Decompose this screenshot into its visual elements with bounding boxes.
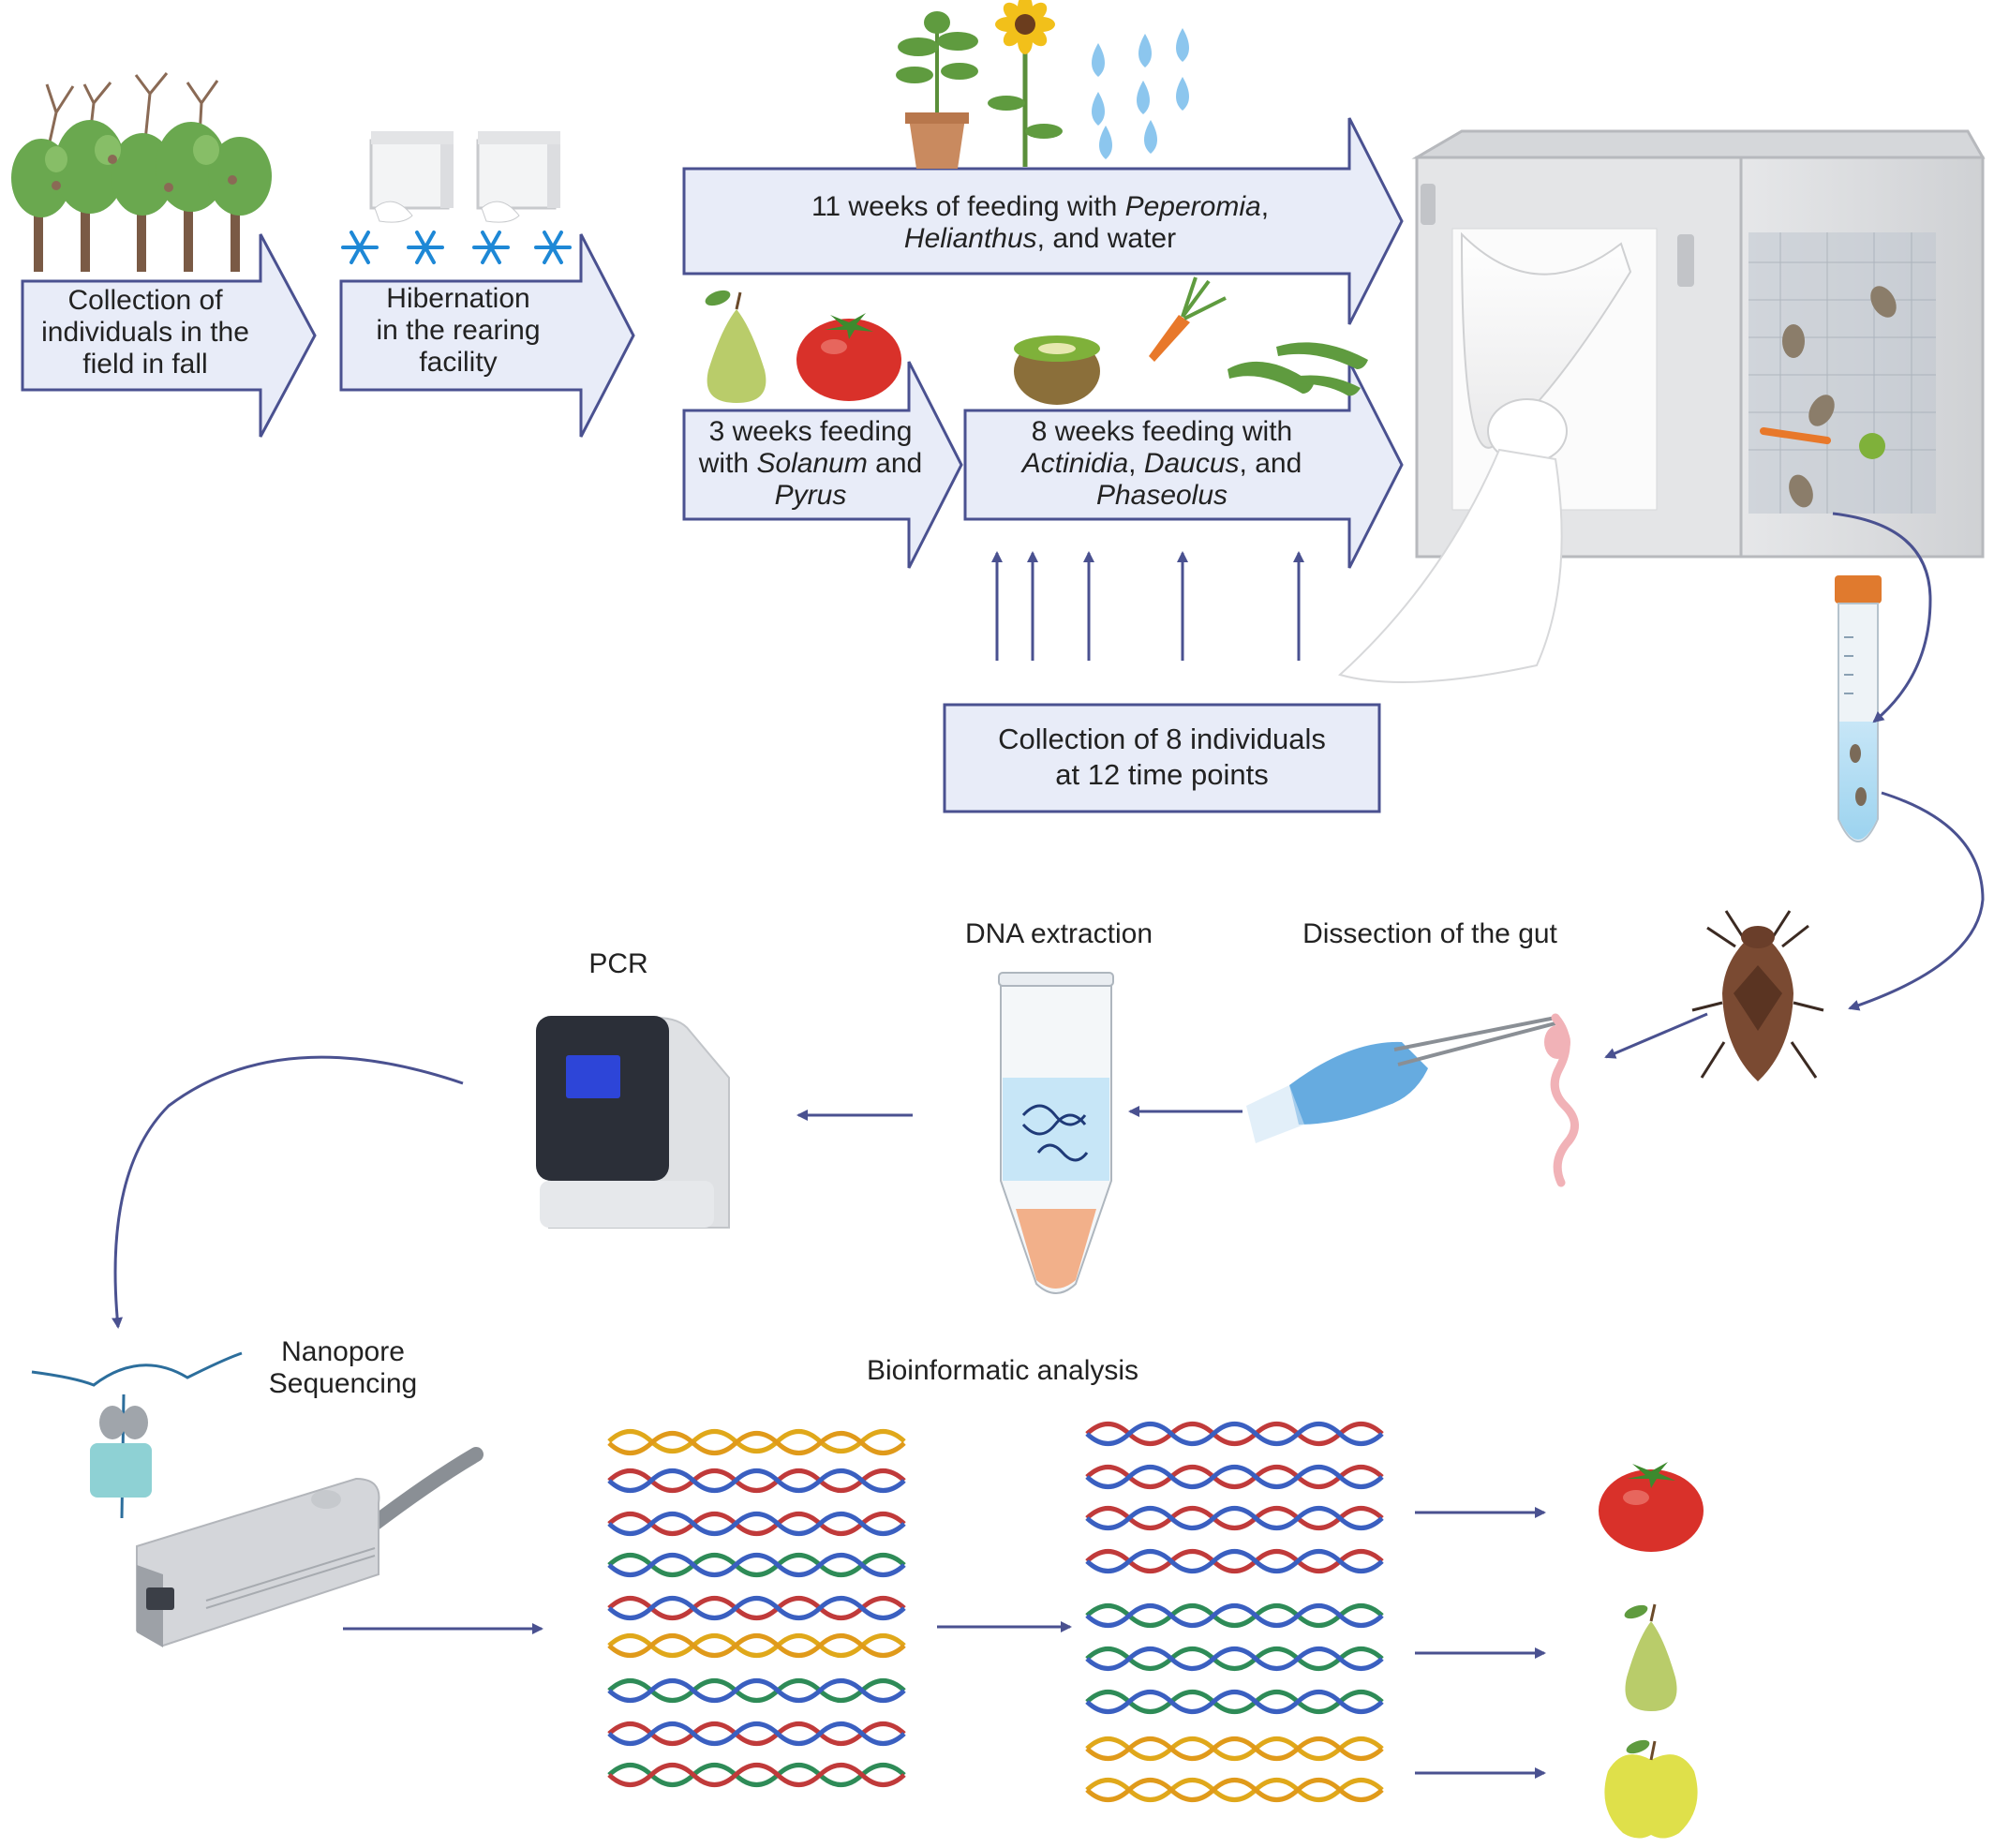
- label-line: Pyrus: [684, 480, 937, 512]
- snowflake-icon: [341, 231, 572, 264]
- arrow-feeding-11w: [682, 117, 1404, 325]
- italic-genus: Pyrus: [774, 480, 847, 511]
- label-line: Phaseolus: [993, 480, 1331, 512]
- bean-pod-icon: [1228, 342, 1368, 396]
- apple-icon: [1604, 1739, 1698, 1839]
- label-line: Hibernation: [386, 283, 530, 314]
- label-line: Actinidia, Daucus, and: [993, 448, 1331, 480]
- tree-icon: [11, 72, 272, 272]
- text-part: ,: [1260, 191, 1270, 222]
- arrow-collection-field: [21, 233, 317, 438]
- dna-strand-icon: [1087, 1424, 1382, 1800]
- label-line: Helianthus, and water: [712, 223, 1368, 255]
- label-bioinformatics: Bioinformatic analysis: [866, 1355, 1139, 1386]
- text-part: , and: [1239, 448, 1302, 479]
- label-line: 11 weeks of feeding with Peperomia,: [712, 191, 1368, 223]
- pcr-machine-icon: [536, 1016, 730, 1229]
- cage-icon: [369, 131, 560, 223]
- label-line: Nanopore: [281, 1336, 405, 1367]
- label-line: Collection of 8 individuals: [998, 723, 1326, 755]
- pear-icon: [705, 290, 766, 403]
- arrow-feeding-8w: [963, 361, 1404, 569]
- carrot-icon: [1149, 276, 1227, 362]
- label-dissection: Dissection of the gut: [1302, 918, 1557, 949]
- nanopore-protein-icon: [31, 1351, 243, 1519]
- arrow-hibernation: [339, 233, 635, 438]
- label-line: with Solanum and: [684, 448, 937, 480]
- italic-genus: Solanum: [756, 448, 868, 479]
- label-feeding-11w: 11 weeks of feeding with Peperomia, Heli…: [712, 191, 1368, 255]
- arrow-feeding-3w: [682, 361, 963, 569]
- label-feeding-3w: 3 weeks feeding with Solanum and Pyrus: [684, 416, 937, 512]
- label-line: Collection of: [67, 285, 223, 316]
- kiwi-icon: [1014, 335, 1100, 405]
- italic-genus: Helianthus: [903, 223, 1037, 254]
- stink-bug-icon: [1691, 910, 1824, 1081]
- label-line: at 12 time points: [1055, 758, 1269, 791]
- italic-genus: Peperomia: [1124, 191, 1261, 222]
- label-line: Sequencing: [268, 1368, 418, 1399]
- italic-genus: Actinidia: [1021, 448, 1129, 479]
- sunflower-icon: [988, 0, 1063, 167]
- connector-arrows: [112, 512, 1985, 1779]
- label-line: facility: [419, 347, 498, 378]
- gut-icon: [1544, 1013, 1579, 1187]
- text-part: with: [698, 448, 757, 479]
- text-part: ,: [1128, 448, 1144, 479]
- gloved-hand-forceps-icon: [1246, 1016, 1556, 1143]
- label-pcr: PCR: [588, 948, 648, 979]
- label-line: field in fall: [82, 349, 208, 380]
- label-line: in the rearing: [376, 315, 541, 346]
- label-hibernation: Hibernation in the rearing facility: [341, 283, 575, 379]
- text-part: and: [867, 448, 923, 479]
- rearing-cage-icon: [1337, 129, 1986, 683]
- tomato-icon: [796, 313, 901, 401]
- label-line: individuals in the: [41, 317, 249, 348]
- water-drop-icon: [1092, 28, 1189, 159]
- italic-genus: Daucus: [1143, 448, 1240, 479]
- text-part: 11 weeks of feeding with: [811, 191, 1125, 222]
- label-feeding-8w: 8 weeks feeding with Actinidia, Daucus, …: [993, 416, 1331, 512]
- dna-strand-icon: [609, 1432, 904, 1785]
- tomato-icon: [1599, 1462, 1704, 1552]
- microcentrifuge-tube-icon: [998, 972, 1114, 1294]
- pear-icon: [1624, 1603, 1677, 1711]
- falcon-tube-icon: [1835, 575, 1882, 842]
- timepoint-arrows: [991, 551, 1304, 661]
- label-line: 8 weeks feeding with: [1031, 416, 1293, 447]
- label-collection-field: Collection of individuals in the field i…: [22, 285, 268, 380]
- label-line: 3 weeks feeding: [708, 416, 913, 447]
- box-collection-timepoints: [943, 703, 1381, 813]
- italic-genus: Phaseolus: [1095, 480, 1228, 511]
- label-dna-extraction: DNA extraction: [964, 918, 1153, 949]
- potted-plant-icon: [896, 11, 978, 169]
- label-nanopore: Nanopore Sequencing: [240, 1336, 446, 1400]
- minion-sequencer-icon: [136, 1447, 484, 1647]
- text-part: , and water: [1036, 223, 1177, 254]
- label-collection-timepoints: Collection of 8 individuals at 12 time p…: [945, 722, 1379, 793]
